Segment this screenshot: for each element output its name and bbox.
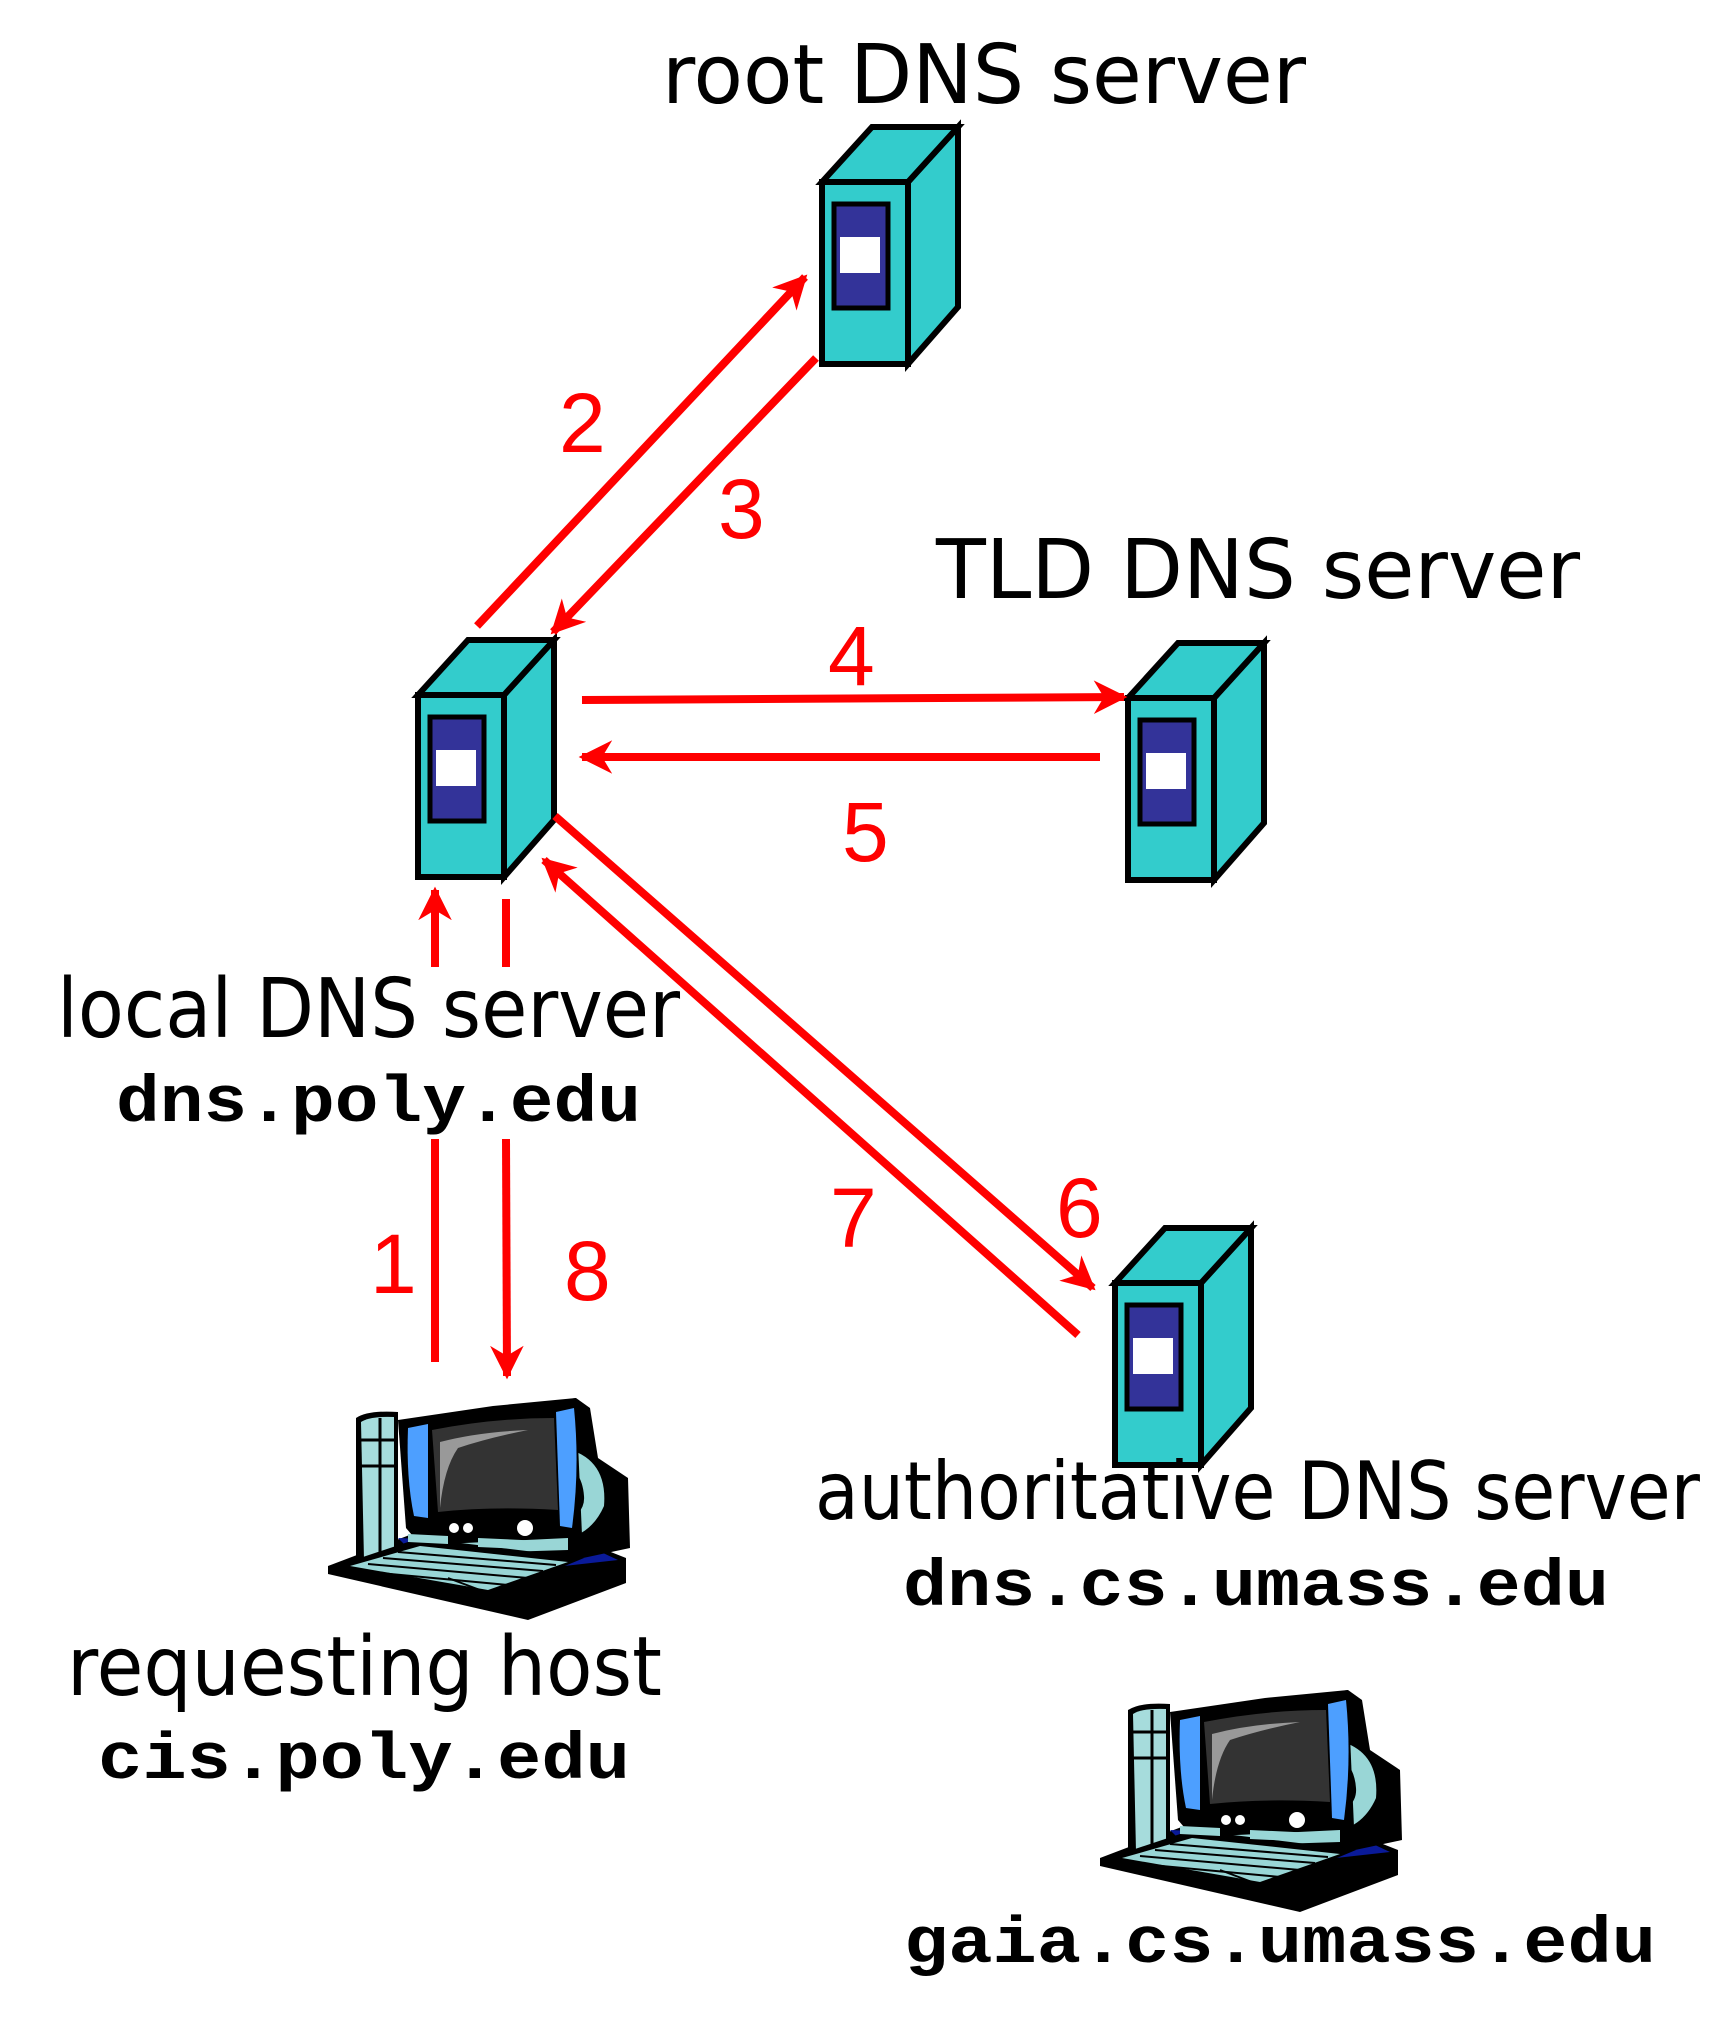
desktop-computer-icon	[326, 1396, 632, 1622]
step-label-4: 4	[828, 609, 875, 703]
authoritative-dns-server-label: authoritative DNS server	[815, 1445, 1700, 1538]
step-label-3: 3	[718, 462, 765, 556]
tld-dns-server	[1128, 643, 1264, 880]
requesting-host-hostname: cis.poly.edu	[98, 1723, 630, 1798]
step-label-1: 1	[370, 1217, 417, 1311]
local-dns-server-label: local DNS server	[57, 962, 680, 1057]
step-label-6: 6	[1056, 1161, 1103, 1255]
local-dns-server-hostname: dns.poly.edu	[116, 1066, 641, 1141]
step-label-8: 8	[564, 1224, 611, 1318]
step-label-5: 5	[842, 785, 889, 879]
server-tower-icon	[1128, 643, 1264, 880]
requesting-host-label: requesting host	[67, 1620, 662, 1715]
requesting-host	[326, 1396, 632, 1622]
local-dns-server	[418, 640, 554, 877]
arrow-step-8	[490, 1138, 524, 1380]
tld-dns-server-label: TLD DNS server	[935, 523, 1580, 618]
arrow-step-4	[581, 680, 1128, 714]
arrow-step-2	[474, 274, 808, 629]
arrow-step-3	[550, 355, 819, 635]
server-tower-icon	[822, 127, 958, 364]
root-dns-server	[822, 127, 958, 364]
desktop-computer-icon	[1098, 1688, 1404, 1914]
root-dns-server-label: root DNS server	[662, 28, 1306, 123]
authoritative-dns-server	[1115, 1228, 1251, 1465]
arrow-step-6	[552, 812, 1096, 1292]
arrow-step-7	[541, 857, 1081, 1338]
target-host	[1098, 1688, 1404, 1914]
server-tower-icon	[1115, 1228, 1251, 1465]
server-tower-icon	[418, 640, 554, 877]
step-label-7: 7	[830, 1171, 877, 1265]
target-host-hostname: gaia.cs.umass.edu	[904, 1907, 1656, 1982]
step-label-2: 2	[559, 376, 606, 470]
authoritative-dns-server-hostname: dns.cs.umass.edu	[903, 1550, 1609, 1625]
